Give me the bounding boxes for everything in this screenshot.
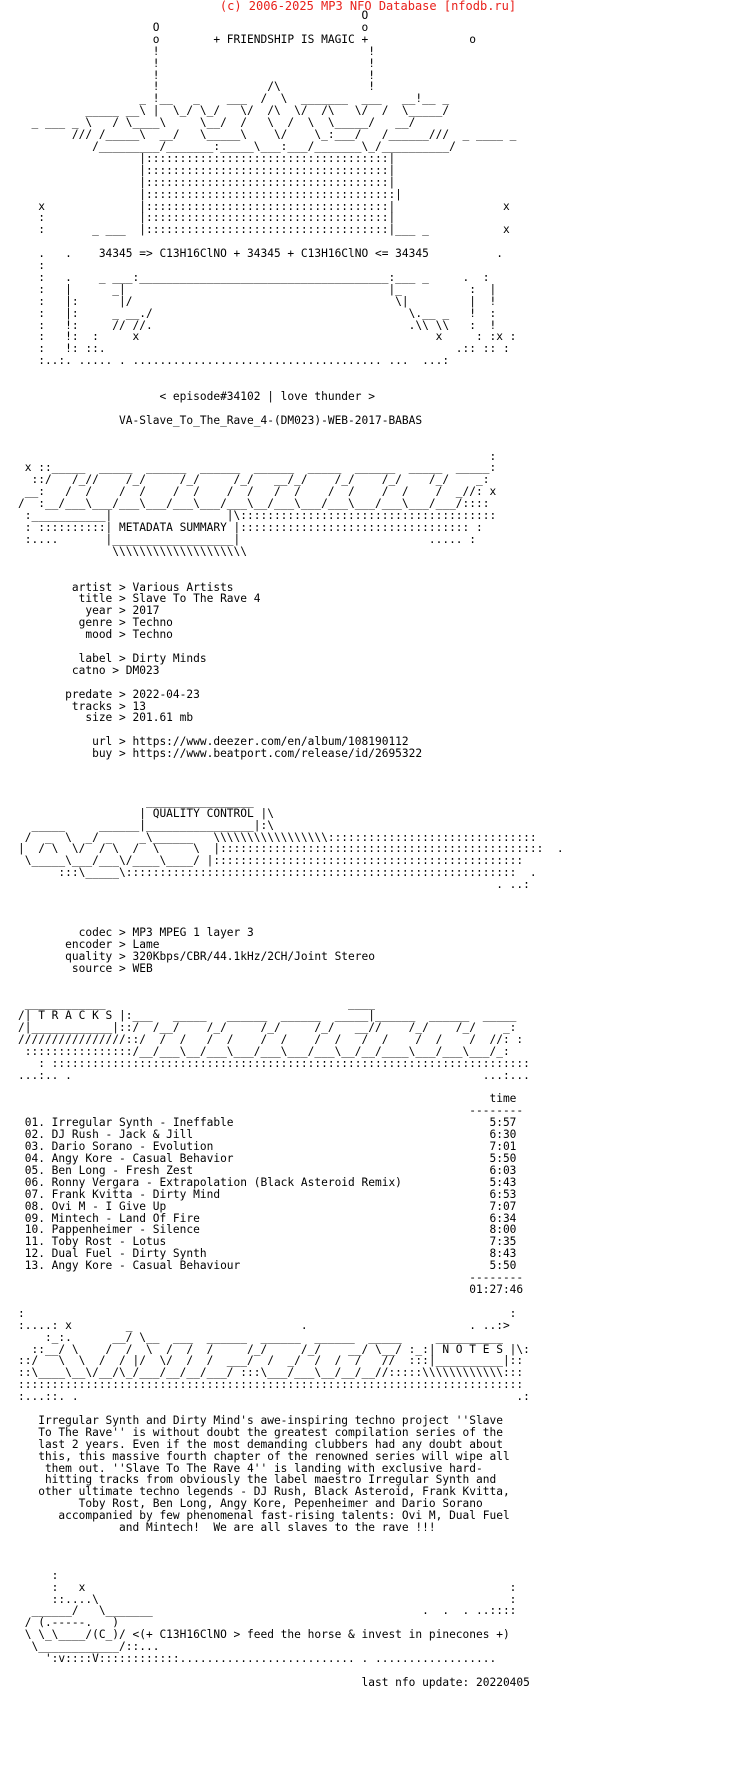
nfo-text-art: O O o o + FRIENDSHIP IS MAGIC + o ! ! !	[18, 9, 564, 1689]
nfo-database-credit: (c) 2006-2025 MP3 NFO Database [nfodb.ru…	[219, 0, 517, 13]
